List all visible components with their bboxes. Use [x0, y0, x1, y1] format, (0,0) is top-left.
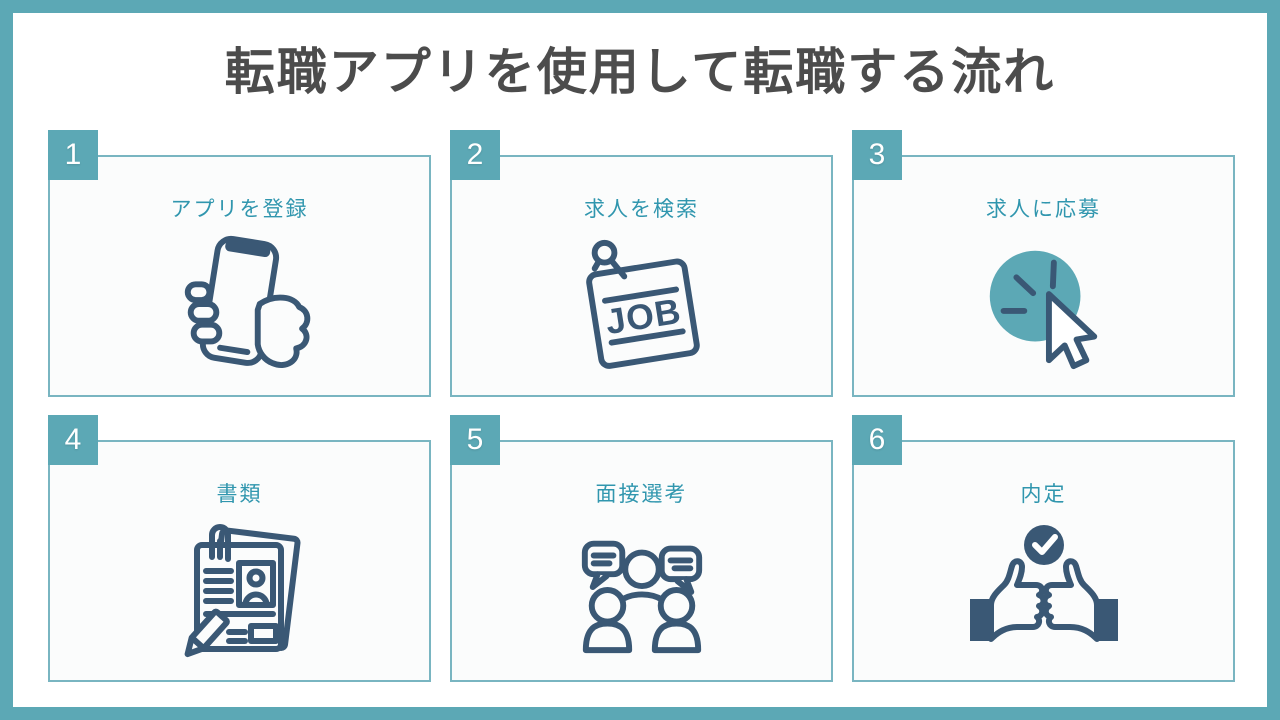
- step-card-4: 4 書類: [48, 415, 431, 682]
- step-card-2: 2 求人を検索 JOB: [450, 130, 833, 397]
- page-title: 転職アプリを使用して転職する流れ: [224, 44, 1056, 100]
- steps-row-2: 4 書類: [48, 415, 1235, 682]
- step-label: 内定: [1020, 483, 1067, 506]
- smartphone-in-hand-icon: [165, 223, 315, 395]
- interview-people-icon: [564, 508, 720, 680]
- step-label: 面接選考: [595, 483, 688, 506]
- steps-grid: 1 アプリを登録: [48, 130, 1235, 682]
- step-number-badge: 6: [852, 415, 902, 465]
- step-number-badge: 1: [48, 130, 98, 180]
- step-number-badge: 5: [450, 415, 500, 465]
- step-card-5: 5 面接選考: [450, 415, 833, 682]
- step-number-badge: 3: [852, 130, 902, 180]
- step-card-3: 3 求人に応募: [852, 130, 1235, 397]
- step-label: アプリを登録: [170, 198, 309, 221]
- step-label: 書類: [216, 483, 263, 506]
- resume-document-icon: [165, 508, 315, 680]
- steps-row-1: 1 アプリを登録: [48, 130, 1235, 397]
- step-label: 求人に応募: [986, 198, 1101, 221]
- step-label: 求人を検索: [584, 198, 699, 221]
- step-card-1: 1 アプリを登録: [48, 130, 431, 397]
- click-cursor-icon: [969, 223, 1119, 395]
- step-card-6: 6 内定: [852, 415, 1235, 682]
- step-number-badge: 4: [48, 415, 98, 465]
- double-thumbs-up-icon: [964, 508, 1124, 680]
- step-number-badge: 2: [450, 130, 500, 180]
- job-note-icon: JOB: [562, 223, 722, 395]
